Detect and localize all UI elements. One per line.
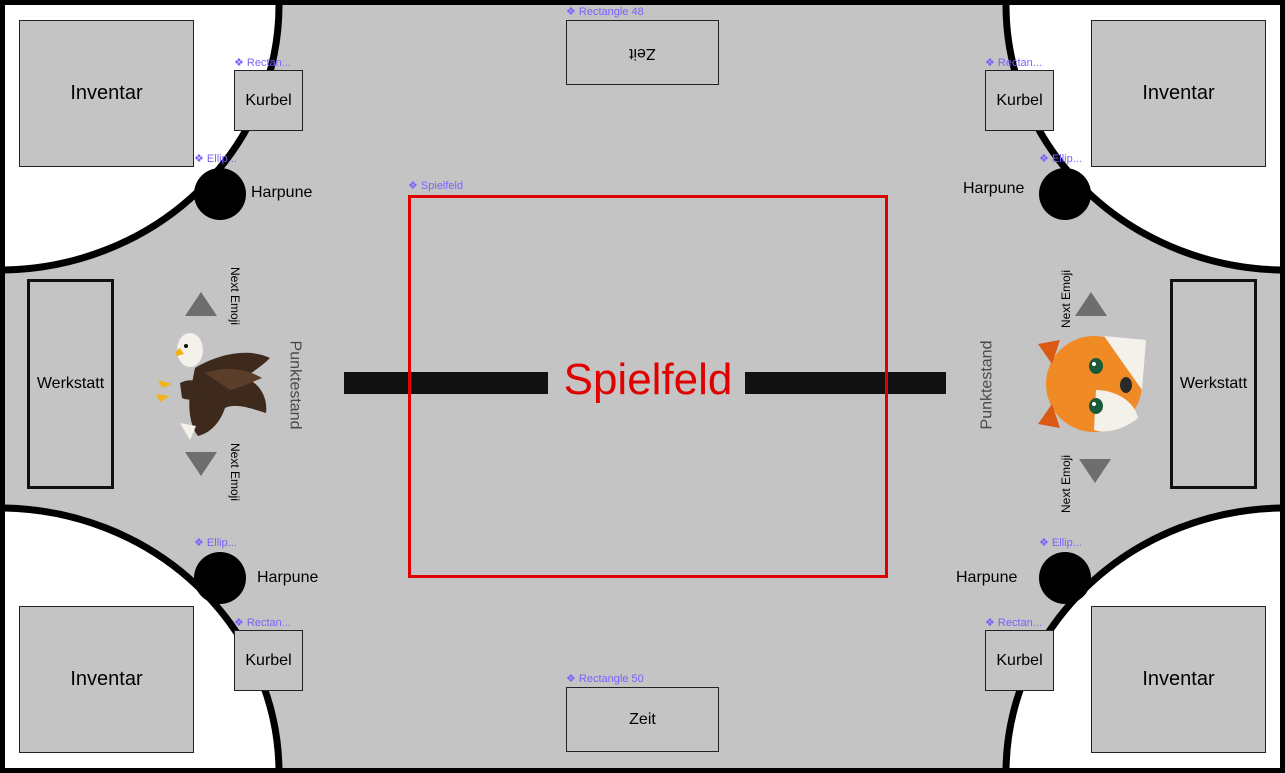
component-tag: ❖ Rectan... [985, 617, 1042, 629]
eagle-emoji-icon[interactable] [150, 328, 272, 440]
component-tag: ❖ Rectan... [985, 57, 1042, 69]
harpune-label: Harpune [963, 180, 1025, 197]
next-emoji-down-arrow-icon[interactable] [185, 452, 217, 476]
zeit-top[interactable]: Zeit [566, 20, 719, 85]
harpune-knob-bottom-left[interactable] [194, 552, 246, 604]
harpune-knob-bottom-right[interactable] [1039, 552, 1091, 604]
inventar-label: Inventar [1142, 668, 1215, 690]
spielfeld-area[interactable] [408, 195, 888, 578]
inventar-bottom-right[interactable]: Inventar [1091, 606, 1266, 753]
kurbel-top-right[interactable]: Kurbel [985, 70, 1054, 131]
zeit-bottom[interactable]: Zeit [566, 687, 719, 752]
component-tag: ❖ Rectan... [234, 617, 291, 629]
next-emoji-label: Next Emoji [228, 442, 243, 502]
next-emoji-label: Next Emoji [1059, 269, 1074, 329]
component-tag: ❖ Ellip... [1039, 537, 1082, 549]
harpune-label: Harpune [956, 569, 1018, 586]
component-tag: ❖ Ellip... [194, 537, 237, 549]
inventar-label: Inventar [1142, 82, 1215, 104]
kurbel-top-left[interactable]: Kurbel [234, 70, 303, 131]
component-tag: ❖ Spielfeld [408, 180, 464, 192]
inventar-top-right[interactable]: Inventar [1091, 20, 1266, 167]
kurbel-bottom-left[interactable]: Kurbel [234, 630, 303, 691]
harpune-label: Harpune [257, 569, 319, 586]
werkstatt-label: Werkstatt [1179, 375, 1248, 392]
inventar-label: Inventar [70, 82, 143, 104]
score-bar-left [344, 372, 548, 394]
harpune-knob-top-left[interactable] [194, 168, 246, 220]
component-tag: ❖ Rectan... [234, 57, 291, 69]
kurbel-label: Kurbel [245, 651, 292, 669]
zeit-label: Zeit [629, 710, 656, 728]
next-emoji-label: Next Emoji [1059, 454, 1074, 514]
next-emoji-down-arrow-icon[interactable] [1079, 459, 1111, 483]
punktestand-right: Punktestand [978, 340, 996, 430]
fox-emoji-icon[interactable] [1034, 330, 1146, 438]
inventar-bottom-left[interactable]: Inventar [19, 606, 194, 753]
inventar-top-left[interactable]: Inventar [19, 20, 194, 167]
component-tag: ❖ Rectangle 48 [566, 6, 644, 18]
component-tag: ❖ Ellip... [194, 153, 237, 165]
next-emoji-up-arrow-icon[interactable] [185, 292, 217, 316]
zeit-label-rotated: Zeit [629, 44, 656, 62]
component-tag: ❖ Ellip... [1039, 153, 1082, 165]
kurbel-label: Kurbel [996, 91, 1043, 109]
kurbel-bottom-right[interactable]: Kurbel [985, 630, 1054, 691]
werkstatt-right[interactable]: Werkstatt [1170, 279, 1257, 489]
werkstatt-label: Werkstatt [36, 375, 105, 392]
harpune-knob-top-right[interactable] [1039, 168, 1091, 220]
inventar-label: Inventar [70, 668, 143, 690]
harpune-label: Harpune [251, 184, 313, 201]
spielfeld-label: Spielfeld [563, 355, 733, 404]
component-tag: ❖ Rectangle 50 [566, 673, 644, 685]
kurbel-label: Kurbel [245, 91, 292, 109]
kurbel-label: Kurbel [996, 651, 1043, 669]
next-emoji-up-arrow-icon[interactable] [1075, 292, 1107, 316]
werkstatt-left[interactable]: Werkstatt [27, 279, 114, 489]
next-emoji-label: Next Emoji [228, 266, 243, 326]
punktestand-left: Punktestand [286, 340, 304, 430]
score-bar-right [745, 372, 946, 394]
